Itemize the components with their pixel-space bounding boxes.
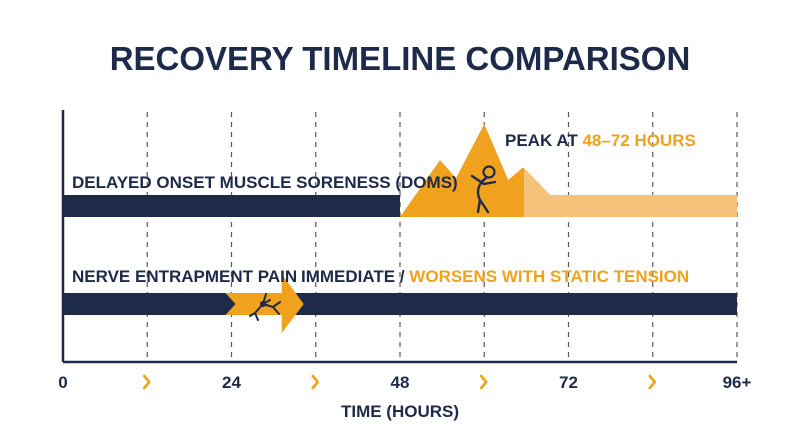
- x-axis-ticks: 0 24 48 72 96+: [58, 373, 751, 392]
- x-axis-chevrons: [142, 374, 657, 390]
- doms-series-label: DELAYED ONSET MUSCLE SORENESS (DOMS): [72, 173, 458, 192]
- gridlines: [146, 112, 738, 360]
- chevron-right-icon: [311, 374, 320, 390]
- doms-peak-window: 48–72 HOURS: [582, 131, 695, 150]
- chevron-right-icon: [142, 374, 151, 390]
- nerve-annotation-prefix: IMMEDIATE /: [301, 267, 409, 286]
- doms-peak-prefix: PEAK AT: [505, 131, 582, 150]
- x-tick-label: 48: [391, 373, 410, 392]
- doms-decline-shape: [524, 168, 551, 195]
- doms-tail-bar: [524, 195, 737, 217]
- nerve-series-label: NERVE ENTRAPMENT PAIN: [72, 267, 297, 286]
- nerve-cell-icon: [249, 293, 281, 321]
- chevron-right-icon: [648, 374, 657, 390]
- nerve-pain-bar: [63, 293, 737, 315]
- chart-title: RECOVERY TIMELINE COMPARISON: [110, 40, 691, 77]
- nerve-annotation-highlight: WORSENS WITH STATIC TENSION: [409, 267, 689, 286]
- doms-bar: [63, 195, 400, 217]
- doms-peak-annotation: PEAK AT 48–72 HOURS: [505, 131, 696, 150]
- x-tick-label: 96+: [723, 373, 752, 392]
- x-tick-label: 24: [222, 373, 241, 392]
- x-tick-label: 0: [58, 373, 67, 392]
- nerve-annotation: IMMEDIATE / WORSENS WITH STATIC TENSION: [301, 267, 689, 286]
- doms-peak-shape: [400, 124, 525, 217]
- stretching-figure-icon: [470, 165, 497, 214]
- x-axis-label: TIME (HOURS): [341, 402, 459, 421]
- x-tick-label: 72: [559, 373, 578, 392]
- chevron-right-icon: [479, 374, 488, 390]
